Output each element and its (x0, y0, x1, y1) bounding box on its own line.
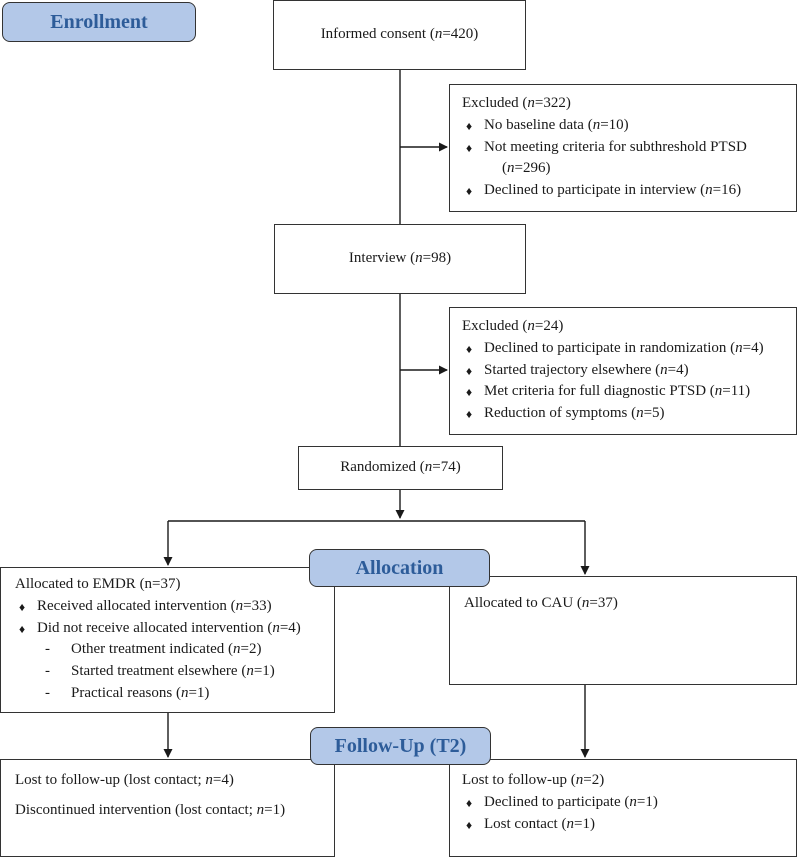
excluded-2-item: ♦Started trajectory elsewhere (n=4) (462, 360, 784, 382)
dash-icon: - (45, 684, 50, 701)
cau-followup-item: ♦Lost contact (n=1) (462, 814, 784, 836)
emdr-allocation-item: ♦Received allocated intervention (n=33) (15, 596, 320, 618)
diamond-icon: ♦ (19, 599, 26, 614)
excluded-2-item: ♦Declined to participate in randomizatio… (462, 338, 784, 360)
excluded-2-item: ♦Met criteria for full diagnostic PTSD (… (462, 381, 784, 403)
emdr-followup-discontinued: Discontinued intervention (lost contact;… (15, 801, 286, 818)
diamond-icon: ♦ (466, 140, 473, 155)
allocation-phase-label: Allocation (309, 549, 490, 587)
enrollment-phase-text: Enrollment (50, 10, 148, 33)
excluded-1-item: ♦Declined to participate in interview (n… (462, 180, 784, 202)
randomized-box: Randomized (n=74) (298, 446, 503, 490)
excluded-before-randomization-box: Excluded (n=24) ♦Declined to participate… (449, 307, 797, 435)
allocation-phase-text: Allocation (355, 556, 444, 579)
excluded-1-item-continuation: (n=296) (502, 160, 551, 177)
excluded-2-header: Excluded (n=24) (462, 318, 564, 334)
interview-box: Interview (n=98) (274, 224, 526, 294)
emdr-allocation-subitem: -Practical reasons (n=1) (15, 683, 320, 705)
followup-phase-text: Follow-Up (T2) (334, 734, 467, 757)
cau-followup-item: ♦Declined to participate (n=1) (462, 792, 784, 814)
excluded-1-item: ♦No baseline data (n=10) (462, 115, 784, 137)
diamond-icon: ♦ (466, 184, 473, 198)
informed-consent-box: Informed consent (n=420) (273, 0, 526, 70)
diamond-icon: ♦ (19, 621, 26, 636)
cau-allocation-box: Allocated to CAU (n=37) (449, 576, 797, 685)
emdr-allocation-subitem: -Other treatment indicated (n=2) (15, 639, 320, 661)
diamond-icon: ♦ (466, 363, 473, 378)
excluded-1-item: ♦Not meeting criteria for subthreshold P… (462, 137, 784, 159)
emdr-allocation-box: Allocated to EMDR (n=37) ♦Received alloc… (0, 567, 335, 713)
followup-phase-label: Follow-Up (T2) (310, 727, 491, 765)
dash-icon: - (45, 641, 50, 658)
diamond-icon: ♦ (466, 118, 473, 133)
emdr-followup-box: Lost to follow-up (lost contact; n=4) Di… (0, 759, 335, 857)
cau-allocation-header: Allocated to CAU (n=37) (464, 595, 618, 611)
cau-followup-box: Lost to follow-up (n=2) ♦Declined to par… (449, 759, 797, 857)
diamond-icon: ♦ (466, 407, 473, 421)
diamond-icon: ♦ (466, 341, 473, 356)
diamond-icon: ♦ (466, 385, 473, 400)
emdr-followup-lost: Lost to follow-up (lost contact; n=4) (15, 772, 234, 788)
enrollment-phase-label: Enrollment (2, 2, 196, 42)
excluded-2-item: ♦Reduction of symptoms (n=5) (462, 403, 784, 425)
informed-consent-text: Informed consent (n=420) (320, 26, 479, 43)
excluded-before-interview-box: Excluded (n=322) ♦No baseline data (n=10… (449, 84, 797, 212)
dash-icon: - (45, 663, 50, 679)
cau-followup-header: Lost to follow-up (n=2) (462, 772, 605, 788)
emdr-allocation-item: ♦Did not receive allocated intervention … (15, 618, 320, 640)
randomized-text: Randomized (n=74) (340, 459, 461, 476)
emdr-allocation-subitem: -Started treatment elsewhere (n=1) (15, 661, 320, 683)
diamond-icon: ♦ (466, 817, 473, 832)
excluded-1-header: Excluded (n=322) (462, 95, 571, 111)
emdr-allocation-header: Allocated to EMDR (n=37) (15, 576, 181, 592)
interview-text: Interview (n=98) (348, 250, 452, 267)
diamond-icon: ♦ (466, 795, 473, 810)
